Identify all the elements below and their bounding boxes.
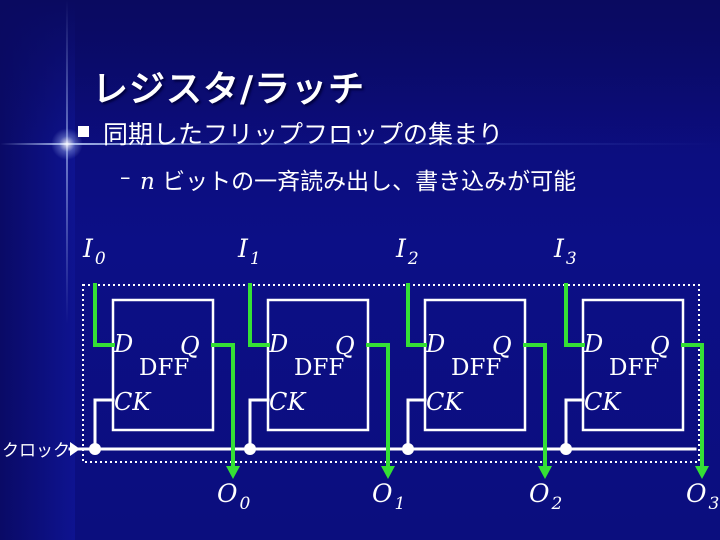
dff-name-label: DFF	[294, 355, 344, 381]
sub-bullet-text: n ビットの一斉読み出し、書き込みが可能	[140, 162, 576, 196]
dff-ck-label: CK	[114, 388, 152, 416]
dff-ck-label: CK	[426, 388, 464, 416]
dff-box	[581, 298, 685, 432]
clock-junction-dot	[560, 443, 572, 455]
dff-name-label: DFF	[609, 355, 659, 381]
dff-q-label: Q	[492, 332, 512, 360]
clock-label: クロック	[2, 441, 70, 461]
output-arrow-icon	[381, 466, 395, 479]
clock-arrow-icon	[70, 442, 80, 456]
decor-glow	[51, 128, 83, 160]
slide-title: レジスタ/ラッチ	[92, 69, 366, 110]
bullet-square-icon	[78, 126, 89, 137]
dff-d-label: D	[583, 330, 603, 358]
dff-d-label: D	[425, 330, 445, 358]
clock-junction-dot	[244, 443, 256, 455]
dff-d-label: D	[113, 330, 133, 358]
dff-ck-label: CK	[269, 388, 307, 416]
dff-name-label: DFF	[139, 355, 189, 381]
dff-ck-label: CK	[584, 388, 622, 416]
output-arrow-icon	[695, 466, 709, 479]
clock-boundary-dotted	[82, 284, 700, 463]
dff-d-label: D	[268, 330, 288, 358]
output-arrow-icon	[226, 466, 240, 479]
dff-name-label: DFF	[451, 355, 501, 381]
output-arrow-icon	[538, 466, 552, 479]
sub-bullet-body: ビットの一斉読み出し、書き込みが可能	[162, 169, 577, 195]
background-top-shade	[0, 0, 720, 150]
sub-bullet-variable: n	[140, 169, 155, 195]
decor-horizontal-line	[0, 143, 720, 145]
dff-box	[266, 298, 370, 432]
clock-junction-dot	[89, 443, 101, 455]
dff-q-label: Q	[335, 332, 355, 360]
dff-box	[111, 298, 215, 432]
clock-junction-dot	[402, 443, 414, 455]
bullet-text: 同期したフリップフロップの集まり	[103, 120, 504, 149]
dff-box	[423, 298, 527, 432]
decor-vertical-line	[66, 0, 68, 540]
dff-q-label: Q	[650, 332, 670, 360]
dff-q-label: Q	[180, 332, 200, 360]
sub-bullet-dash: –	[120, 165, 131, 189]
